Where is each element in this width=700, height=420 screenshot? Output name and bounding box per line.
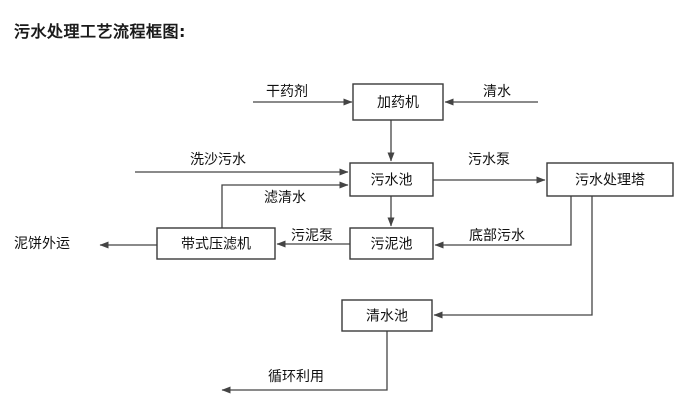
connector-clearwater-pool-to-recycle [221, 331, 388, 394]
connector-bottom-sewage-to-sludge-pool [434, 196, 572, 249]
connector-filtered-water-to-sewage-pool [221, 181, 349, 228]
edge-label-sewage-pump: 污水泵 [468, 152, 510, 168]
node-box-belt-filter-press[interactable] [156, 227, 276, 260]
node-treatment-tower[interactable]: 污水处理塔 [546, 162, 674, 197]
edge-label-clean-water: 清水 [483, 84, 511, 100]
node-sludge-pool[interactable]: 污泥池 [349, 227, 434, 260]
edge-label-sand-wash-sewage: 洗沙污水 [190, 152, 246, 168]
connector-treatment-tower-to-clearwater-pool [433, 196, 593, 319]
node-label-treatment-tower: 污水处理塔 [575, 173, 645, 189]
node-label-sewage-pool: 污水池 [371, 173, 413, 189]
node-belt-filter-press[interactable]: 带式压滤机 [156, 227, 276, 260]
page-title: 污水处理工艺流程框图: [14, 22, 186, 41]
node-dosing-machine[interactable]: 加药机 [352, 83, 444, 121]
node-box-clearwater-pool[interactable] [341, 299, 433, 332]
edge-label-recycle-use: 循环利用 [268, 369, 324, 385]
node-clearwater-pool[interactable]: 清水池 [341, 299, 433, 332]
node-box-dosing-machine[interactable] [352, 83, 444, 121]
node-sewage-pool[interactable]: 污水池 [349, 162, 434, 197]
connector-layer [99, 98, 593, 394]
node-label-belt-filter-press: 带式压滤机 [181, 237, 251, 253]
node-label-dosing-machine: 加药机 [377, 95, 419, 111]
node-layer: 加药机 污水池 污水处理塔 带式压滤机 污泥池 清水池 [156, 83, 674, 332]
node-label-clearwater-pool: 清水池 [366, 309, 408, 325]
node-box-sewage-pool[interactable] [349, 162, 434, 197]
edge-label-dry-reagent: 干药剂 [266, 84, 308, 100]
edge-label-bottom-sewage: 底部污水 [469, 228, 525, 244]
edge-label-sludge-pump: 污泥泵 [291, 228, 333, 244]
node-box-treatment-tower[interactable] [546, 162, 674, 197]
label-layer: 干药剂 清水 洗沙污水 污水泵 滤清水 污泥泵 底部污水 泥饼外运 循环利用 [14, 84, 525, 385]
terminal-label-mud-cake-out: 泥饼外运 [14, 236, 70, 252]
node-box-sludge-pool[interactable] [349, 227, 434, 260]
edge-label-filtered-water: 滤清水 [264, 190, 306, 206]
node-label-sludge-pool: 污泥池 [371, 237, 413, 253]
